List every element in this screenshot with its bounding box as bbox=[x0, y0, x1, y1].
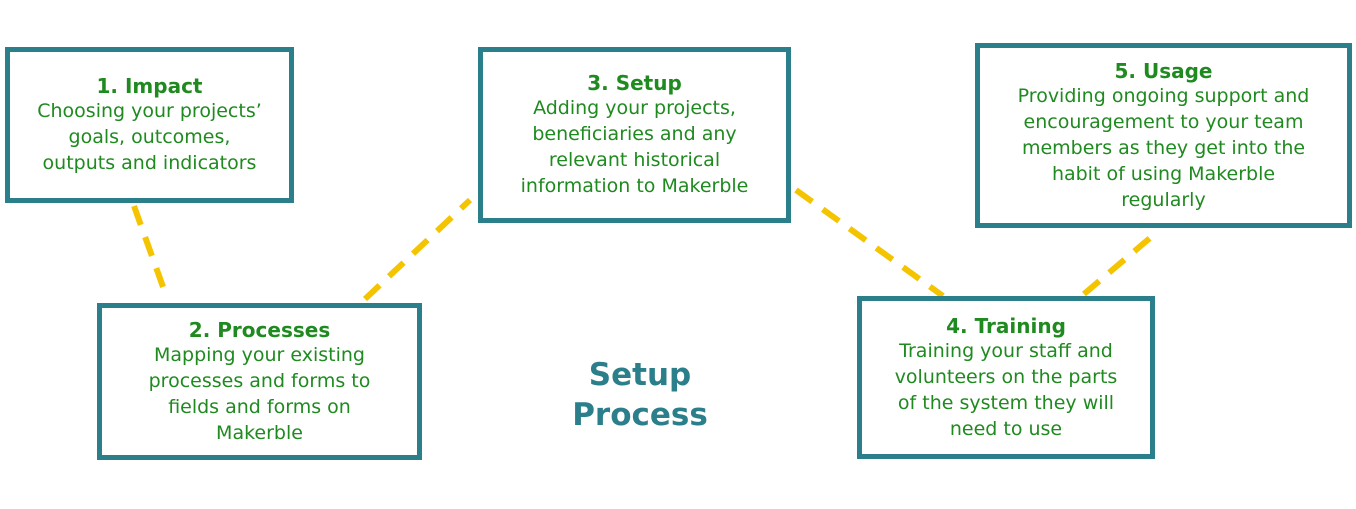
step-description: Choosing your projects’ goals, outcomes,… bbox=[20, 98, 279, 176]
step-box-setup: 3. Setup Adding your projects, beneficia… bbox=[478, 47, 791, 223]
step-description-line: relevant historical bbox=[548, 149, 721, 171]
step-description-line: processes and forms to bbox=[148, 369, 371, 392]
step-box-impact: 1. Impact Choosing your projects’ goals,… bbox=[5, 47, 294, 203]
step-description-line: encouragement to your team bbox=[1023, 110, 1304, 133]
step-description: Training your staff and volunteers on th… bbox=[872, 338, 1140, 442]
step-box-training: 4. Training Training your staff and volu… bbox=[857, 296, 1155, 459]
step-title: 3. Setup bbox=[587, 71, 682, 95]
step-box-usage: 5. Usage Providing ongoing support and e… bbox=[975, 43, 1352, 228]
step-description-line: outputs and indicators bbox=[42, 152, 257, 174]
connector-1-2 bbox=[131, 204, 170, 300]
step-description-line: members as they get into the bbox=[1021, 136, 1306, 159]
diagram-title: Setup Process bbox=[572, 357, 708, 433]
step-description: Mapping your existing processes and form… bbox=[112, 342, 407, 446]
step-description-line: Mapping your existing bbox=[154, 343, 365, 366]
step-description-line: Adding your projects, bbox=[533, 97, 736, 119]
step-description-line: fields and forms on bbox=[168, 395, 351, 418]
step-description-line: Providing ongoing support and bbox=[1017, 84, 1310, 107]
connector-2-3 bbox=[362, 197, 473, 302]
step-title: 1. Impact bbox=[96, 74, 203, 98]
step-description-line: habit of using Makerble bbox=[1051, 162, 1276, 185]
step-description-line: Makerble bbox=[216, 421, 303, 444]
step-description-line: Choosing your projects’ bbox=[37, 100, 262, 122]
step-description: Providing ongoing support and encouragem… bbox=[990, 83, 1337, 213]
step-box-processes: 2. Processes Mapping your existing proce… bbox=[97, 303, 422, 460]
step-description-line: goals, outcomes, bbox=[68, 126, 231, 148]
step-description-line: beneficiaries and any bbox=[532, 123, 737, 145]
step-description-line: regularly bbox=[1121, 188, 1206, 211]
connector-4-5 bbox=[1082, 235, 1152, 297]
step-title: 2. Processes bbox=[188, 317, 331, 342]
step-title: 4. Training bbox=[946, 313, 1066, 338]
connector-3-4 bbox=[794, 187, 945, 299]
step-description: Adding your projects, beneficiaries and … bbox=[493, 95, 776, 199]
step-description-line: Training your staff and bbox=[899, 339, 1113, 362]
step-description-line: of the system they will bbox=[897, 391, 1115, 414]
step-title: 5. Usage bbox=[1114, 58, 1213, 83]
step-description-line: volunteers on the parts bbox=[894, 365, 1118, 388]
step-description-line: information to Makerble bbox=[520, 175, 749, 197]
step-description-line: need to use bbox=[949, 417, 1063, 440]
